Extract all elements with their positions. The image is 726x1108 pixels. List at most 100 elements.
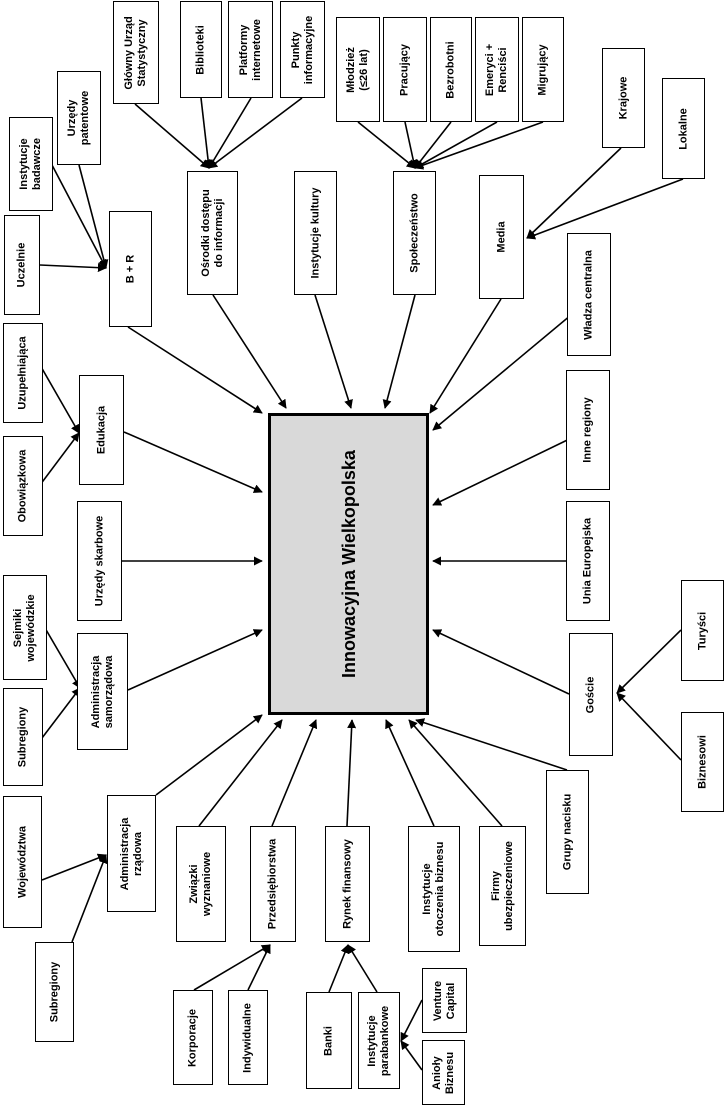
node-instytucje-badawcze: Instytucje badawcze — [9, 117, 53, 211]
node-otoczenie: Instytucje otoczenia biznesu — [408, 826, 460, 952]
node-punkty: Punkty informacyjne — [280, 1, 325, 98]
node-label: Biznesowi — [696, 735, 708, 789]
node-label: Administracja samorządowa — [89, 655, 115, 728]
node-label: Subregiony — [48, 961, 60, 1023]
connector-arrow — [432, 429, 589, 506]
node-wojewodztwa: Województwa — [3, 796, 42, 928]
node-venture: Venture Capital — [422, 968, 467, 1033]
node-label: Instytucje otoczenia biznesu — [421, 841, 446, 937]
node-label: Korporacje — [186, 1008, 199, 1067]
node-skarbowe: Urzędy skarbowe — [77, 501, 122, 621]
node-label: Grupy nacisku — [561, 793, 573, 871]
node-label: Rynek finansowy — [341, 839, 353, 929]
connector-arrow — [408, 719, 503, 827]
connector-arrow — [414, 121, 498, 169]
connector-arrow — [51, 164, 107, 269]
node-krajowe: Krajowe — [602, 48, 645, 148]
node-label: Sejmiki wojewódzkie — [12, 593, 37, 662]
node-platformy: Platformy internetowe — [228, 1, 273, 98]
node-label: Przedsiębiorstwa — [266, 838, 279, 930]
node-przedsiebiorstwa: Przedsiębiorstwa — [250, 826, 296, 942]
center-label: Innowacyjna Wielkopolska — [338, 450, 359, 678]
node-gus: Główny Urząd Statystyczny — [113, 1, 159, 104]
connector-arrow — [526, 147, 622, 239]
node-label: Lokalne — [677, 107, 689, 150]
node-grupy: Grupy nacisku — [546, 770, 589, 894]
connector-arrow — [39, 432, 80, 486]
node-label: Obowiązkowa — [16, 449, 29, 523]
connector-arrow — [198, 719, 283, 827]
node-label: Uzupełniająca — [16, 336, 29, 410]
node-osrodki: Ośrodki dostępu do informacji — [187, 171, 238, 295]
connector-arrow — [415, 718, 568, 771]
node-anioly: Anioły Biznesu — [422, 1040, 465, 1105]
node-label: Inne regiony — [581, 397, 594, 463]
node-bezrobotni: Bezrobotni — [430, 17, 472, 122]
connector-arrow — [616, 629, 682, 694]
node-label: Urzędy patentowe — [66, 90, 91, 146]
connector-arrow — [127, 629, 263, 691]
node-emeryci: Emeryci + Renciści — [475, 17, 519, 122]
node-br: B + R — [109, 211, 152, 327]
node-label: Administracja rządowa — [118, 817, 144, 890]
node-korporacje: Korporacje — [173, 990, 213, 1085]
connector-arrow — [357, 121, 416, 169]
node-indywidualne: Indywidualne — [228, 990, 268, 1085]
node-lokalne: Lokalne — [662, 78, 705, 179]
node-migrujacy: Migrujący — [522, 17, 564, 122]
node-label: Venture Capital — [431, 980, 457, 1021]
node-label: Indywidualne — [241, 1002, 254, 1073]
connector-arrow — [127, 326, 263, 414]
node-adm-rzadowa: Administracja rządowa — [107, 795, 156, 912]
connector-arrow — [193, 944, 271, 991]
node-wladza: Władza centralna — [567, 233, 611, 356]
node-label: Władza centralna — [582, 249, 595, 340]
node-firmy-ubezp: Firmy ubezpieczeniowe — [479, 826, 526, 946]
node-label: Unia Europejska — [581, 517, 594, 605]
node-kultura: Instytucje kultury — [294, 171, 337, 295]
connector-arrow — [432, 629, 570, 695]
connector-arrow — [41, 853, 107, 881]
node-label: Pracujący — [398, 43, 411, 96]
node-label: Społeczeństwo — [408, 193, 420, 273]
node-pracujacy: Pracujący — [383, 17, 427, 122]
node-urzedy-patentowe: Urzędy patentowe — [57, 71, 101, 165]
node-turysci: Turyści — [681, 580, 724, 681]
node-inne-regiony: Inne regiony — [566, 370, 610, 490]
connector-arrow — [404, 121, 418, 169]
connector-arrow — [414, 121, 544, 170]
node-label: Punkty informacyjne — [289, 15, 315, 84]
node-label: Biblioteki — [194, 24, 207, 75]
node-subregiony2: Subregiony — [35, 942, 74, 1042]
connector-arrow — [71, 854, 108, 943]
node-label: Urzędy skarbowe — [93, 515, 105, 607]
node-label: Goście — [584, 676, 597, 713]
node-label: Województwa — [16, 826, 28, 898]
connector-arrow — [155, 714, 263, 796]
node-mlodziez: Młodzież (≤26 lat) — [336, 17, 380, 122]
node-biznesowi: Biznesowi — [681, 712, 724, 812]
connector-arrow — [347, 944, 378, 993]
node-label: Turyści — [696, 611, 708, 650]
node-spoleczenstwo: Społeczeństwo — [393, 171, 436, 295]
node-uzupelniajaca: Uzupełniająca — [3, 323, 43, 423]
connector-arrow — [123, 431, 263, 493]
node-label: Anioły Biznesu — [430, 1051, 456, 1094]
node-edukacja: Edukacja — [79, 375, 124, 485]
connector-arrow — [385, 719, 435, 827]
connector-arrow — [526, 178, 684, 240]
connector-arrow — [78, 164, 109, 269]
connector-arrow — [134, 103, 210, 169]
node-sejmiki: Sejmiki wojewódzkie — [3, 575, 47, 680]
node-label: Bezrobotni — [444, 40, 457, 99]
node-label: Instytucje kultury — [309, 187, 321, 279]
node-ue: Unia Europejska — [566, 501, 610, 621]
node-goscie: Goście — [569, 633, 613, 756]
node-zwiazki: Związki wyznaniowe — [176, 826, 226, 942]
connector-arrow — [346, 719, 357, 827]
node-parabankowe: Instytucje parabankowe — [358, 992, 400, 1089]
node-media: Media — [479, 175, 524, 299]
node-label: Banki — [322, 1025, 335, 1056]
connector-arrow — [432, 299, 590, 431]
connector-arrow — [382, 294, 416, 409]
